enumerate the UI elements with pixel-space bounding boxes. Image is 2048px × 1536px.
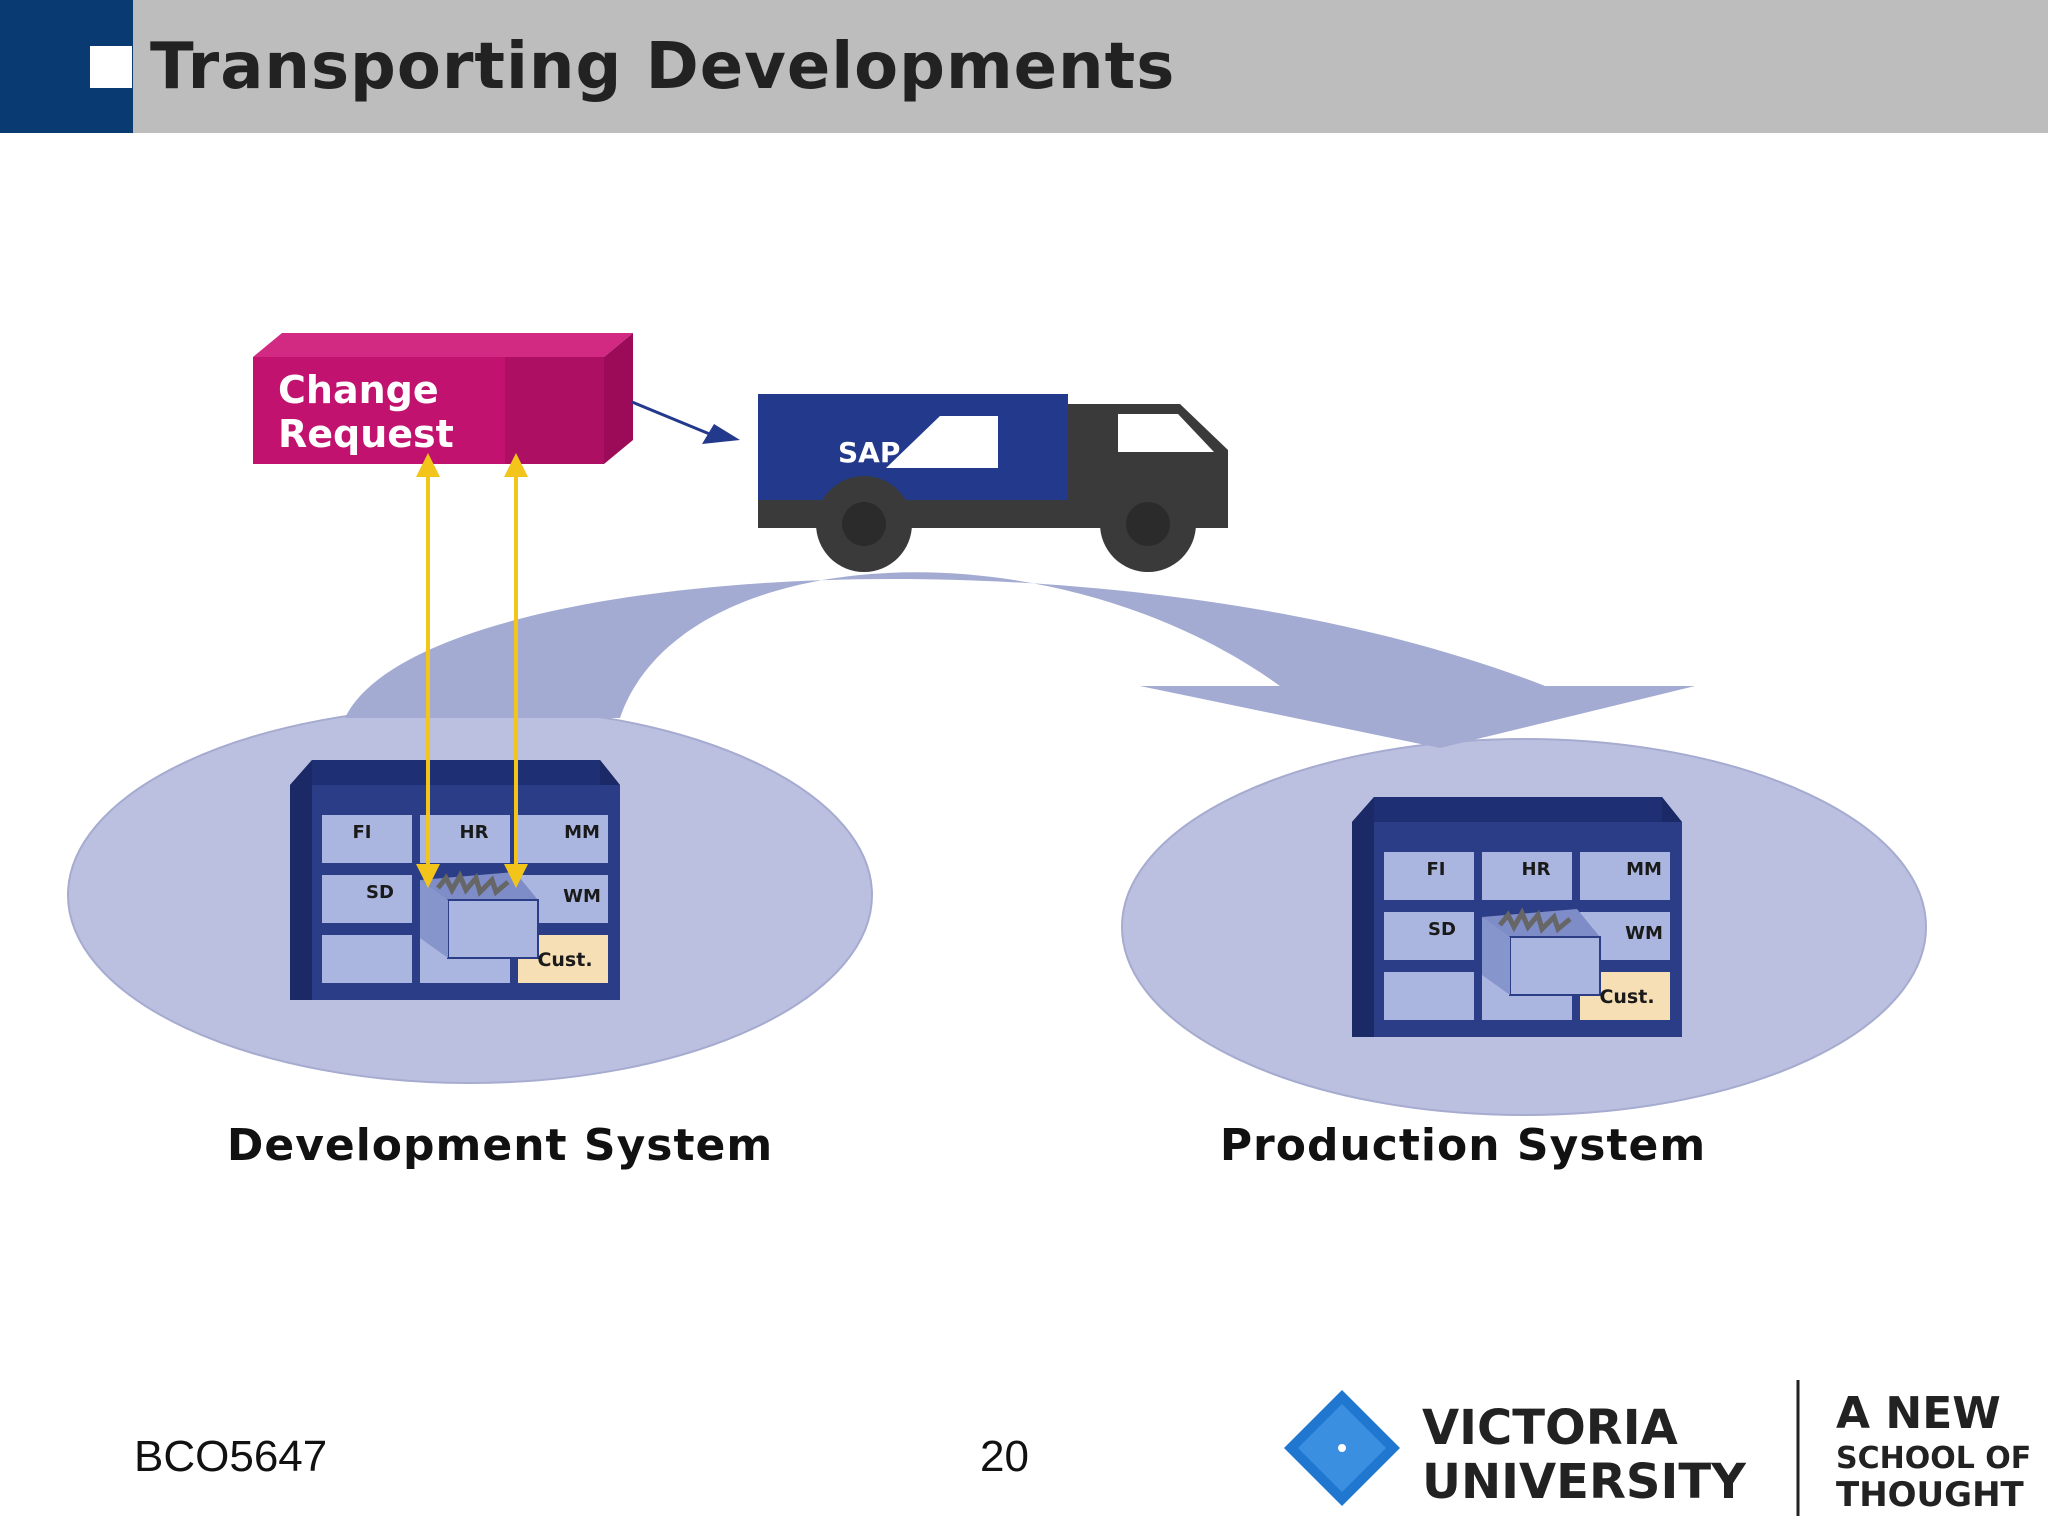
transport-arrow bbox=[345, 572, 1695, 748]
dev-cell-sd: SD bbox=[366, 882, 394, 903]
prod-cell-mm: MM bbox=[1626, 859, 1662, 880]
change-request-line2: Request bbox=[278, 412, 454, 456]
tagline-line2: SCHOOL OF bbox=[1836, 1441, 2031, 1476]
production-system-label: Production System bbox=[1220, 1120, 1706, 1171]
sap-logo-text: SAP bbox=[838, 436, 900, 469]
victoria-university-logo: VICTORIA UNIVERSITY A NEW SCHOOL OF THOU… bbox=[1284, 1380, 2031, 1516]
vu-logo-line2: UNIVERSITY bbox=[1422, 1454, 1747, 1510]
production-cabinet: FI HR MM SD WM Cust. bbox=[1352, 797, 1682, 1037]
change-request-line1: Change bbox=[278, 368, 439, 412]
dev-cell-cust: Cust. bbox=[537, 949, 592, 971]
header-accent-square bbox=[90, 46, 132, 88]
transport-diagram: Change Request SAP TM bbox=[67, 333, 1927, 1171]
dev-cell-fi: FI bbox=[353, 822, 372, 843]
sap-truck-icon: SAP TM bbox=[758, 394, 1228, 572]
tagline-line3: THOUGHT bbox=[1836, 1475, 2025, 1515]
change-request-box: Change Request bbox=[253, 333, 633, 464]
prod-cell-fi: FI bbox=[1427, 859, 1446, 880]
dev-cell-hr: HR bbox=[460, 822, 489, 843]
tagline-line1: A NEW bbox=[1836, 1388, 2001, 1439]
slide-title: Transporting Developments bbox=[150, 30, 1176, 104]
vu-logo-line1: VICTORIA bbox=[1422, 1400, 1678, 1456]
slide-header: Transporting Developments bbox=[0, 0, 2048, 133]
development-cabinet: FI HR MM SD WM Cust. bbox=[290, 760, 620, 1000]
prod-cell-sd: SD bbox=[1428, 919, 1456, 940]
sap-trademark: TM bbox=[983, 417, 996, 426]
prod-cell-hr: HR bbox=[1522, 859, 1551, 880]
development-system-label: Development System bbox=[227, 1120, 773, 1171]
course-code: BCO5647 bbox=[134, 1432, 328, 1481]
prod-cell-wm: WM bbox=[1625, 923, 1663, 944]
dev-cell-wm: WM bbox=[563, 886, 601, 907]
change-request-to-truck-arrow bbox=[631, 400, 740, 444]
page-number: 20 bbox=[980, 1432, 1029, 1481]
dev-cell-mm: MM bbox=[564, 822, 600, 843]
prod-cell-cust: Cust. bbox=[1599, 986, 1654, 1008]
